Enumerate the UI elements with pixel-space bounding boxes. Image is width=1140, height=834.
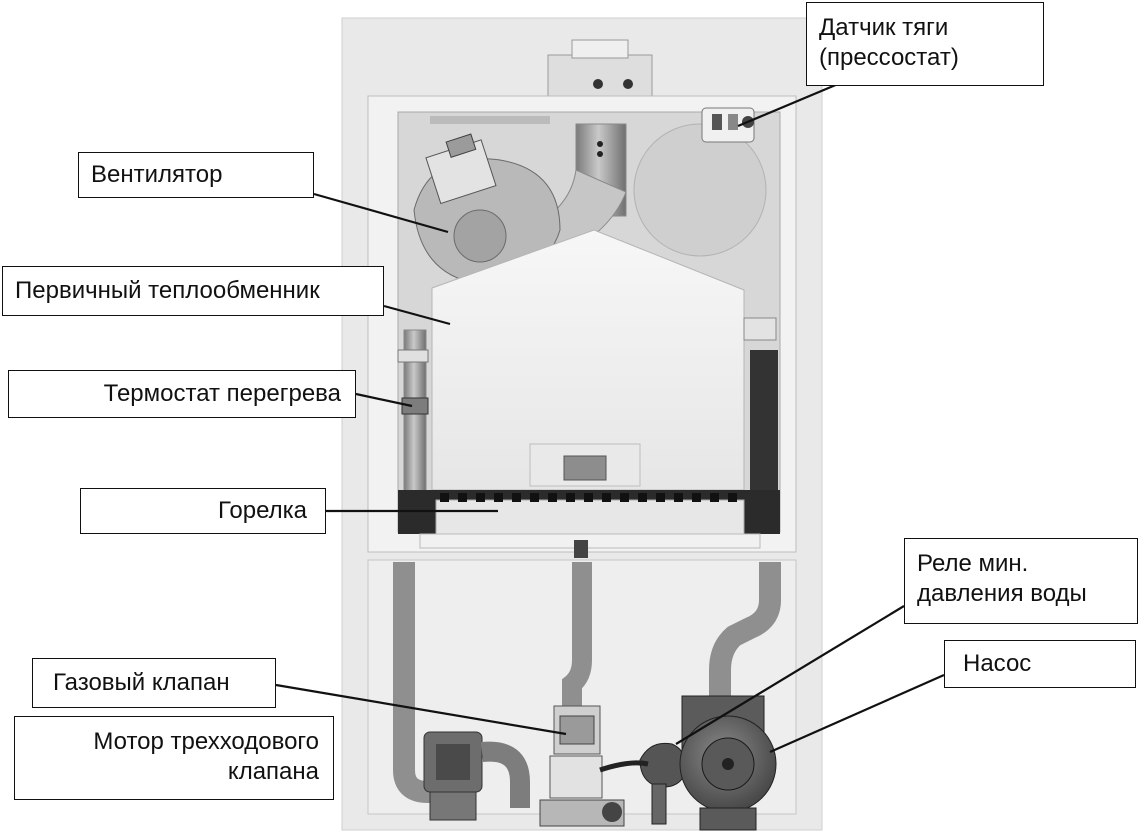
label-three-way-valve-motor: Мотор трехходового клапана bbox=[14, 716, 334, 800]
label-draft-sensor-line1: Датчик тяги bbox=[819, 14, 949, 41]
burner-manifold bbox=[419, 533, 761, 549]
chamber-top-strip bbox=[430, 116, 550, 124]
burner-port bbox=[458, 493, 467, 502]
leader-pressure-relay bbox=[675, 605, 905, 745]
label-overheat-thermostat: Термостат перегрева bbox=[8, 370, 356, 418]
flue-duct-hole-1 bbox=[597, 141, 603, 147]
burner-port bbox=[674, 493, 683, 502]
label-motor-line2: клапана bbox=[227, 758, 319, 785]
label-gas-valve-text: Газовый клапан bbox=[53, 669, 230, 696]
hx-window-glass bbox=[563, 455, 607, 481]
burner-port bbox=[566, 493, 575, 502]
leader-heat-exchanger bbox=[383, 304, 451, 326]
leader-gas-valve bbox=[275, 683, 567, 736]
burner-port bbox=[728, 493, 737, 502]
burner-port bbox=[638, 493, 647, 502]
burner-port bbox=[548, 493, 557, 502]
right-dark-pipe bbox=[750, 350, 778, 490]
air-intake-disc bbox=[633, 123, 767, 257]
pressure-switch bbox=[701, 107, 755, 143]
flue-screw-left bbox=[593, 79, 603, 89]
left-pipe-collar bbox=[397, 349, 429, 363]
burner-holes bbox=[440, 493, 737, 502]
burner-port bbox=[512, 493, 521, 502]
label-draft-sensor-line2: (прессостат) bbox=[819, 44, 959, 71]
right-return-pipe bbox=[743, 317, 777, 341]
label-primary-heat-exchanger: Первичный теплообменник bbox=[2, 266, 384, 316]
leader-overheat-thermostat bbox=[355, 392, 413, 408]
three-way-valve-motor bbox=[423, 731, 530, 821]
flue-collar bbox=[547, 54, 653, 98]
label-fan-text: Вентилятор bbox=[91, 161, 223, 188]
burner-port bbox=[656, 493, 665, 502]
burner-ramp bbox=[435, 499, 745, 535]
gas-pipe bbox=[562, 562, 592, 720]
flue-duct-hole-2 bbox=[597, 151, 603, 157]
leader-fan bbox=[313, 192, 449, 234]
label-min-water-pressure-relay: Реле мин. давления воды bbox=[904, 538, 1138, 624]
label-burner-text: Горелка bbox=[217, 497, 307, 524]
pump bbox=[679, 695, 777, 831]
leader-pump bbox=[769, 673, 945, 754]
label-fan: Вентилятор bbox=[78, 152, 314, 198]
overheat-thermostat-body bbox=[401, 397, 429, 415]
heat-exchanger bbox=[431, 229, 745, 491]
pressure-relay bbox=[599, 742, 686, 825]
label-relay-line1: Реле мин. bbox=[917, 550, 1029, 577]
burner-port bbox=[530, 493, 539, 502]
right-lower-pipe bbox=[709, 562, 781, 700]
burner-port bbox=[584, 493, 593, 502]
flue-pipe-top bbox=[571, 39, 629, 59]
leader-lines bbox=[275, 82, 945, 754]
flue-screw-right bbox=[623, 79, 633, 89]
label-gas-valve: Газовый клапан bbox=[32, 658, 276, 708]
fan-assembly bbox=[413, 133, 561, 283]
label-pump-text: Насос bbox=[963, 650, 1032, 677]
burner-port bbox=[494, 493, 503, 502]
burner-port bbox=[476, 493, 485, 502]
gas-valve bbox=[539, 705, 625, 827]
leader-draft-sensor bbox=[737, 82, 839, 128]
label-relay-line2: давления воды bbox=[917, 580, 1087, 607]
burner-port bbox=[602, 493, 611, 502]
burner-port bbox=[692, 493, 701, 502]
burner-port bbox=[620, 493, 629, 502]
label-overheat-thermostat-text: Термостат перегрева bbox=[103, 380, 341, 407]
label-motor-line1: Мотор трехходового bbox=[93, 728, 319, 755]
burner-gas-nozzle bbox=[574, 540, 588, 558]
label-draft-sensor: Датчик тяги (прессостат) bbox=[806, 2, 1044, 86]
label-burner: Горелка bbox=[80, 488, 326, 534]
label-pump: Насос bbox=[944, 640, 1136, 688]
label-heat-exchanger-text: Первичный теплообменник bbox=[15, 277, 320, 304]
burner-port bbox=[710, 493, 719, 502]
burner-port bbox=[440, 493, 449, 502]
